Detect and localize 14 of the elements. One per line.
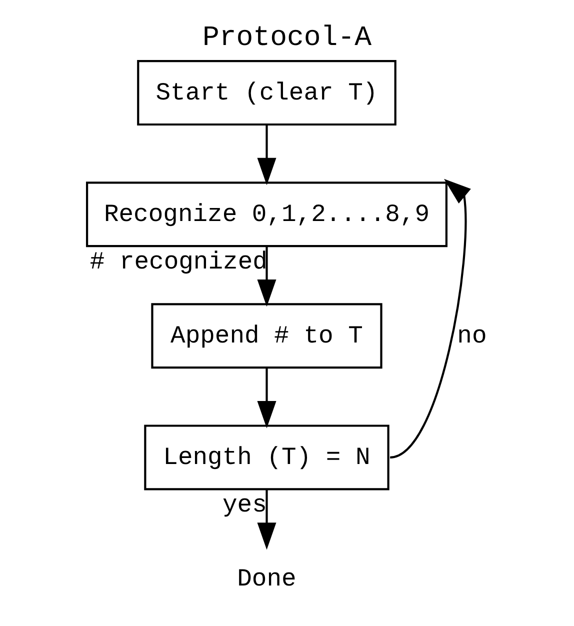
node-box: Start (clear T)	[137, 60, 396, 126]
edge-label: no	[457, 322, 487, 350]
arrow	[257, 368, 276, 428]
arrow	[257, 246, 276, 307]
node-box: Length (T) = N	[144, 424, 390, 490]
node-box: Append # to T	[151, 303, 382, 369]
node-box: Recognize 0,1,2....8,9	[86, 182, 448, 248]
arrow	[390, 178, 471, 458]
arrow	[257, 124, 276, 186]
edge-label: yes	[222, 491, 267, 520]
arrow	[257, 490, 276, 550]
node-text: Done	[237, 566, 296, 594]
diagram-title: Protocol-A	[202, 22, 372, 54]
edge-label: # recognized	[90, 248, 268, 276]
